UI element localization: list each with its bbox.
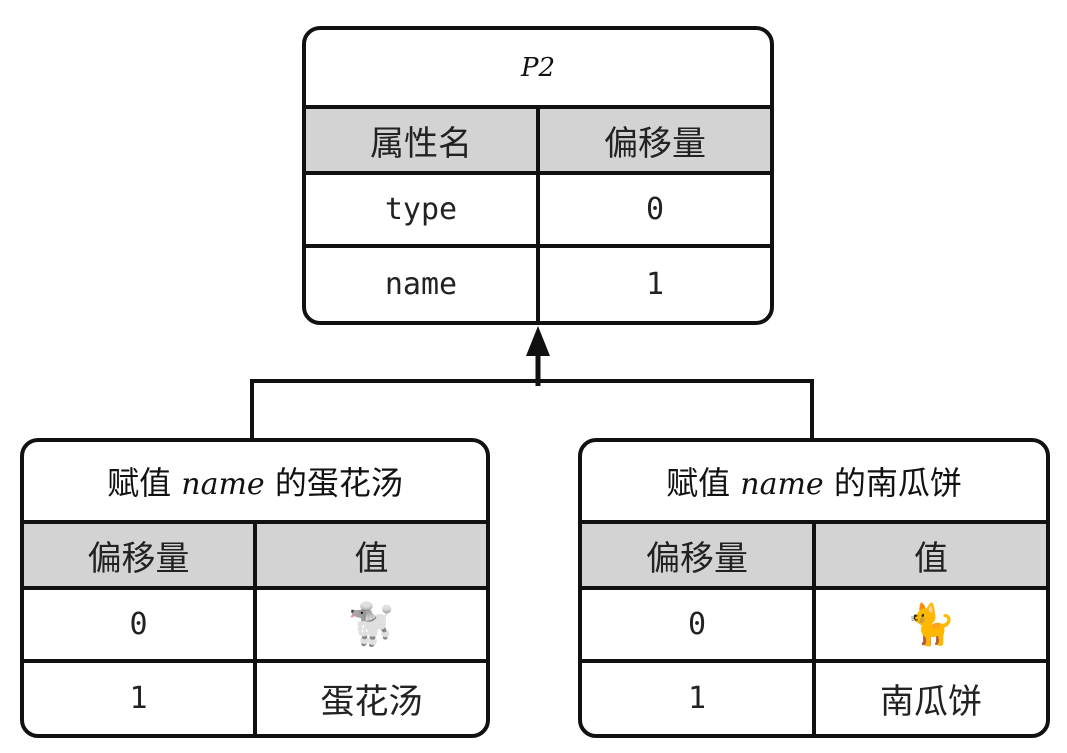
child-header-cell: 偏移量	[87, 538, 190, 579]
child-header-row: 偏移量 值	[582, 524, 1046, 590]
title-suffix: 的南瓜饼	[833, 464, 962, 502]
parent-card-title: P2	[306, 30, 770, 109]
parent-header-cell: 偏移量	[536, 109, 770, 171]
parent-card-p2: P2 属性名 偏移量 type 0 name 1	[302, 26, 774, 325]
child-card-pumpkin-pie: 赋值 name 的南瓜饼 偏移量 值 0 🐈 1 南瓜饼	[578, 438, 1050, 738]
child-card-title: 赋值 name 的南瓜饼	[582, 442, 1046, 524]
arrowhead-icon	[526, 326, 550, 356]
table-cell: 1	[687, 681, 707, 716]
poodle-icon: 🐩	[253, 590, 486, 659]
title-suffix: 的蛋花汤	[274, 464, 403, 502]
parent-header-cell: 属性名	[370, 123, 472, 164]
child-header-cell: 偏移量	[646, 538, 748, 579]
table-cell: 0	[129, 607, 148, 642]
table-row: name 1	[306, 248, 770, 321]
table-row: 1 蛋花汤	[24, 663, 486, 734]
parent-title-text: P2	[520, 52, 556, 83]
child-header-cell: 值	[253, 524, 486, 586]
cat-icon: 🐈	[812, 590, 1046, 659]
table-row: type 0	[306, 175, 770, 248]
title-prefix: 赋值	[107, 464, 172, 502]
table-cell: 0	[536, 175, 770, 244]
title-field: name	[740, 467, 824, 502]
table-row: 0 🐩	[24, 590, 486, 663]
child-header-cell: 值	[812, 524, 1046, 586]
table-row: 1 南瓜饼	[582, 663, 1046, 734]
child-card-title: 赋值 name 的蛋花汤	[24, 442, 486, 524]
parent-header-row: 属性名 偏移量	[306, 109, 770, 175]
table-cell: 0	[687, 607, 707, 642]
table-cell: 1	[129, 681, 148, 716]
child-card-egg-soup: 赋值 name 的蛋花汤 偏移量 值 0 🐩 1 蛋花汤	[20, 438, 490, 738]
title-prefix: 赋值	[666, 464, 731, 502]
title-field: name	[181, 467, 265, 502]
table-cell: 蛋花汤	[253, 663, 486, 734]
table-cell: 1	[536, 248, 770, 321]
table-cell: type	[384, 192, 458, 227]
table-cell: 南瓜饼	[812, 663, 1046, 734]
child-header-row: 偏移量 值	[24, 524, 486, 590]
table-row: 0 🐈	[582, 590, 1046, 663]
table-cell: name	[384, 267, 458, 302]
